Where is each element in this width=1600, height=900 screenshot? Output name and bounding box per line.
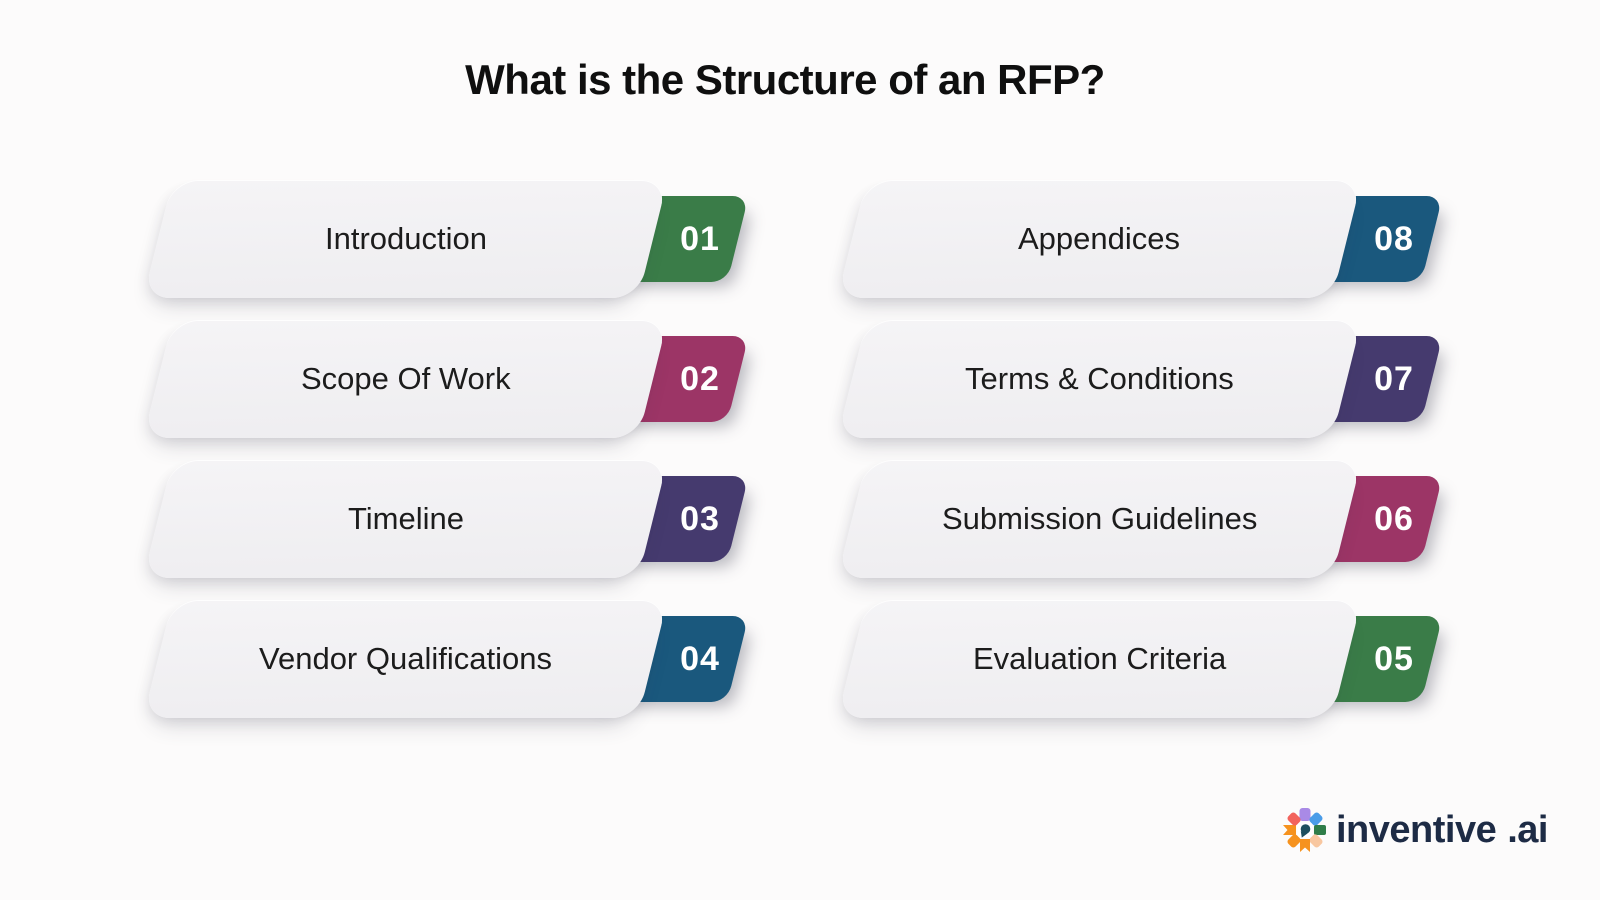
- rfp-item-timeline: 03 Timeline: [143, 460, 749, 578]
- item-number: 08: [1374, 219, 1414, 258]
- item-label: Submission Guidelines: [941, 501, 1258, 536]
- item-pill: Evaluation Criteria: [837, 600, 1362, 718]
- item-number: 06: [1374, 499, 1414, 538]
- item-number: 03: [680, 499, 720, 538]
- logo-text: inventive .ai: [1336, 811, 1548, 849]
- item-pill: Terms & Conditions: [837, 320, 1362, 438]
- item-label: Terms & Conditions: [965, 361, 1234, 396]
- rfp-item-scope-of-work: 02 Scope Of Work: [143, 320, 749, 438]
- item-pill: Submission Guidelines: [837, 460, 1362, 578]
- rfp-item-appendices: 08 Appendices: [837, 180, 1443, 298]
- item-number: 05: [1374, 639, 1414, 678]
- item-label: Appendices: [1018, 221, 1181, 256]
- item-label: Scope Of Work: [300, 361, 511, 396]
- item-number: 04: [680, 639, 720, 678]
- item-label: Timeline: [347, 501, 464, 536]
- logo-brand: inventive: [1336, 809, 1497, 851]
- item-label: Evaluation Criteria: [972, 641, 1227, 676]
- item-pill: Vendor Qualifications: [143, 600, 668, 718]
- item-label: Introduction: [324, 221, 487, 256]
- rfp-item-vendor-qualifications: 04 Vendor Qualifications: [143, 600, 749, 718]
- item-pill: Introduction: [143, 180, 668, 298]
- item-number: 07: [1374, 359, 1414, 398]
- inventive-logo: inventive .ai: [1281, 806, 1548, 854]
- item-pill: Appendices: [837, 180, 1362, 298]
- item-pill: Scope Of Work: [143, 320, 668, 438]
- logo-suffix: .ai: [1507, 809, 1548, 851]
- item-label: Vendor Qualifications: [259, 641, 552, 676]
- rfp-item-evaluation-criteria: 05 Evaluation Criteria: [837, 600, 1443, 718]
- item-number: 02: [680, 359, 720, 398]
- rfp-item-introduction: 01 Introduction: [143, 180, 749, 298]
- rfp-item-submission-guidelines: 06 Submission Guidelines: [837, 460, 1443, 578]
- rfp-item-terms-conditions: 07 Terms & Conditions: [837, 320, 1443, 438]
- item-number: 01: [680, 219, 720, 258]
- inventive-starburst-icon: [1283, 808, 1326, 852]
- page-title: What is the Structure of an RFP?: [465, 56, 1105, 103]
- item-pill: Timeline: [143, 460, 668, 578]
